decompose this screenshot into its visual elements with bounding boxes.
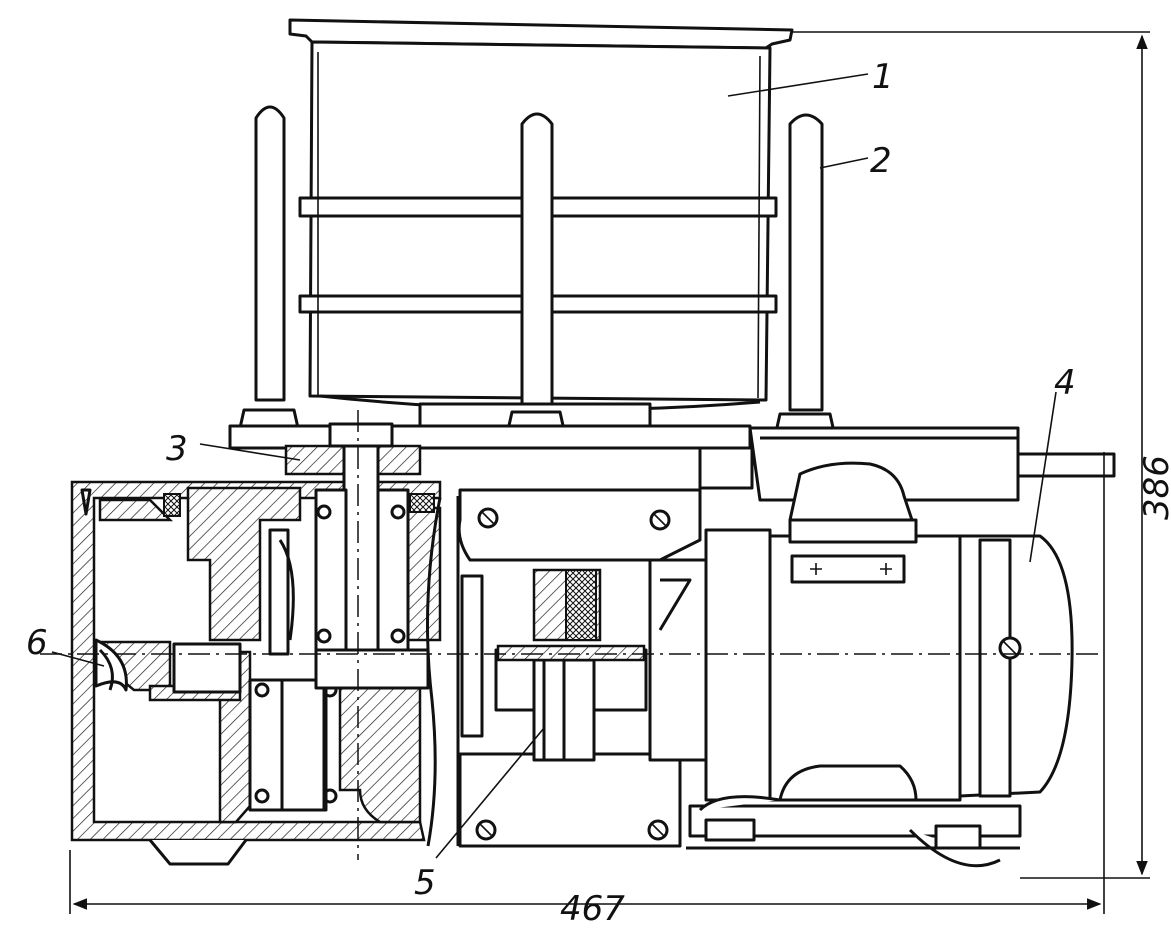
label-part-1: 1 <box>872 57 894 97</box>
electric-motor <box>704 461 1074 802</box>
support-posts <box>238 105 836 434</box>
label-part-4: 4 <box>1054 363 1076 403</box>
leader-lines <box>51 73 1057 859</box>
label-part-3: 3 <box>166 429 188 469</box>
height-dimension: 386 <box>1137 455 1171 520</box>
width-dimension: 467 <box>560 889 625 929</box>
coupling <box>426 488 708 848</box>
label-part-6: 6 <box>26 623 48 663</box>
shaft-bearings <box>172 422 430 812</box>
base-feet <box>148 795 1022 868</box>
dimension-lines <box>69 31 1150 914</box>
label-part-5: 5 <box>414 863 436 903</box>
inlet-fitting <box>80 488 128 692</box>
gear-housing <box>70 444 442 842</box>
label-part-2: 2 <box>870 141 892 181</box>
